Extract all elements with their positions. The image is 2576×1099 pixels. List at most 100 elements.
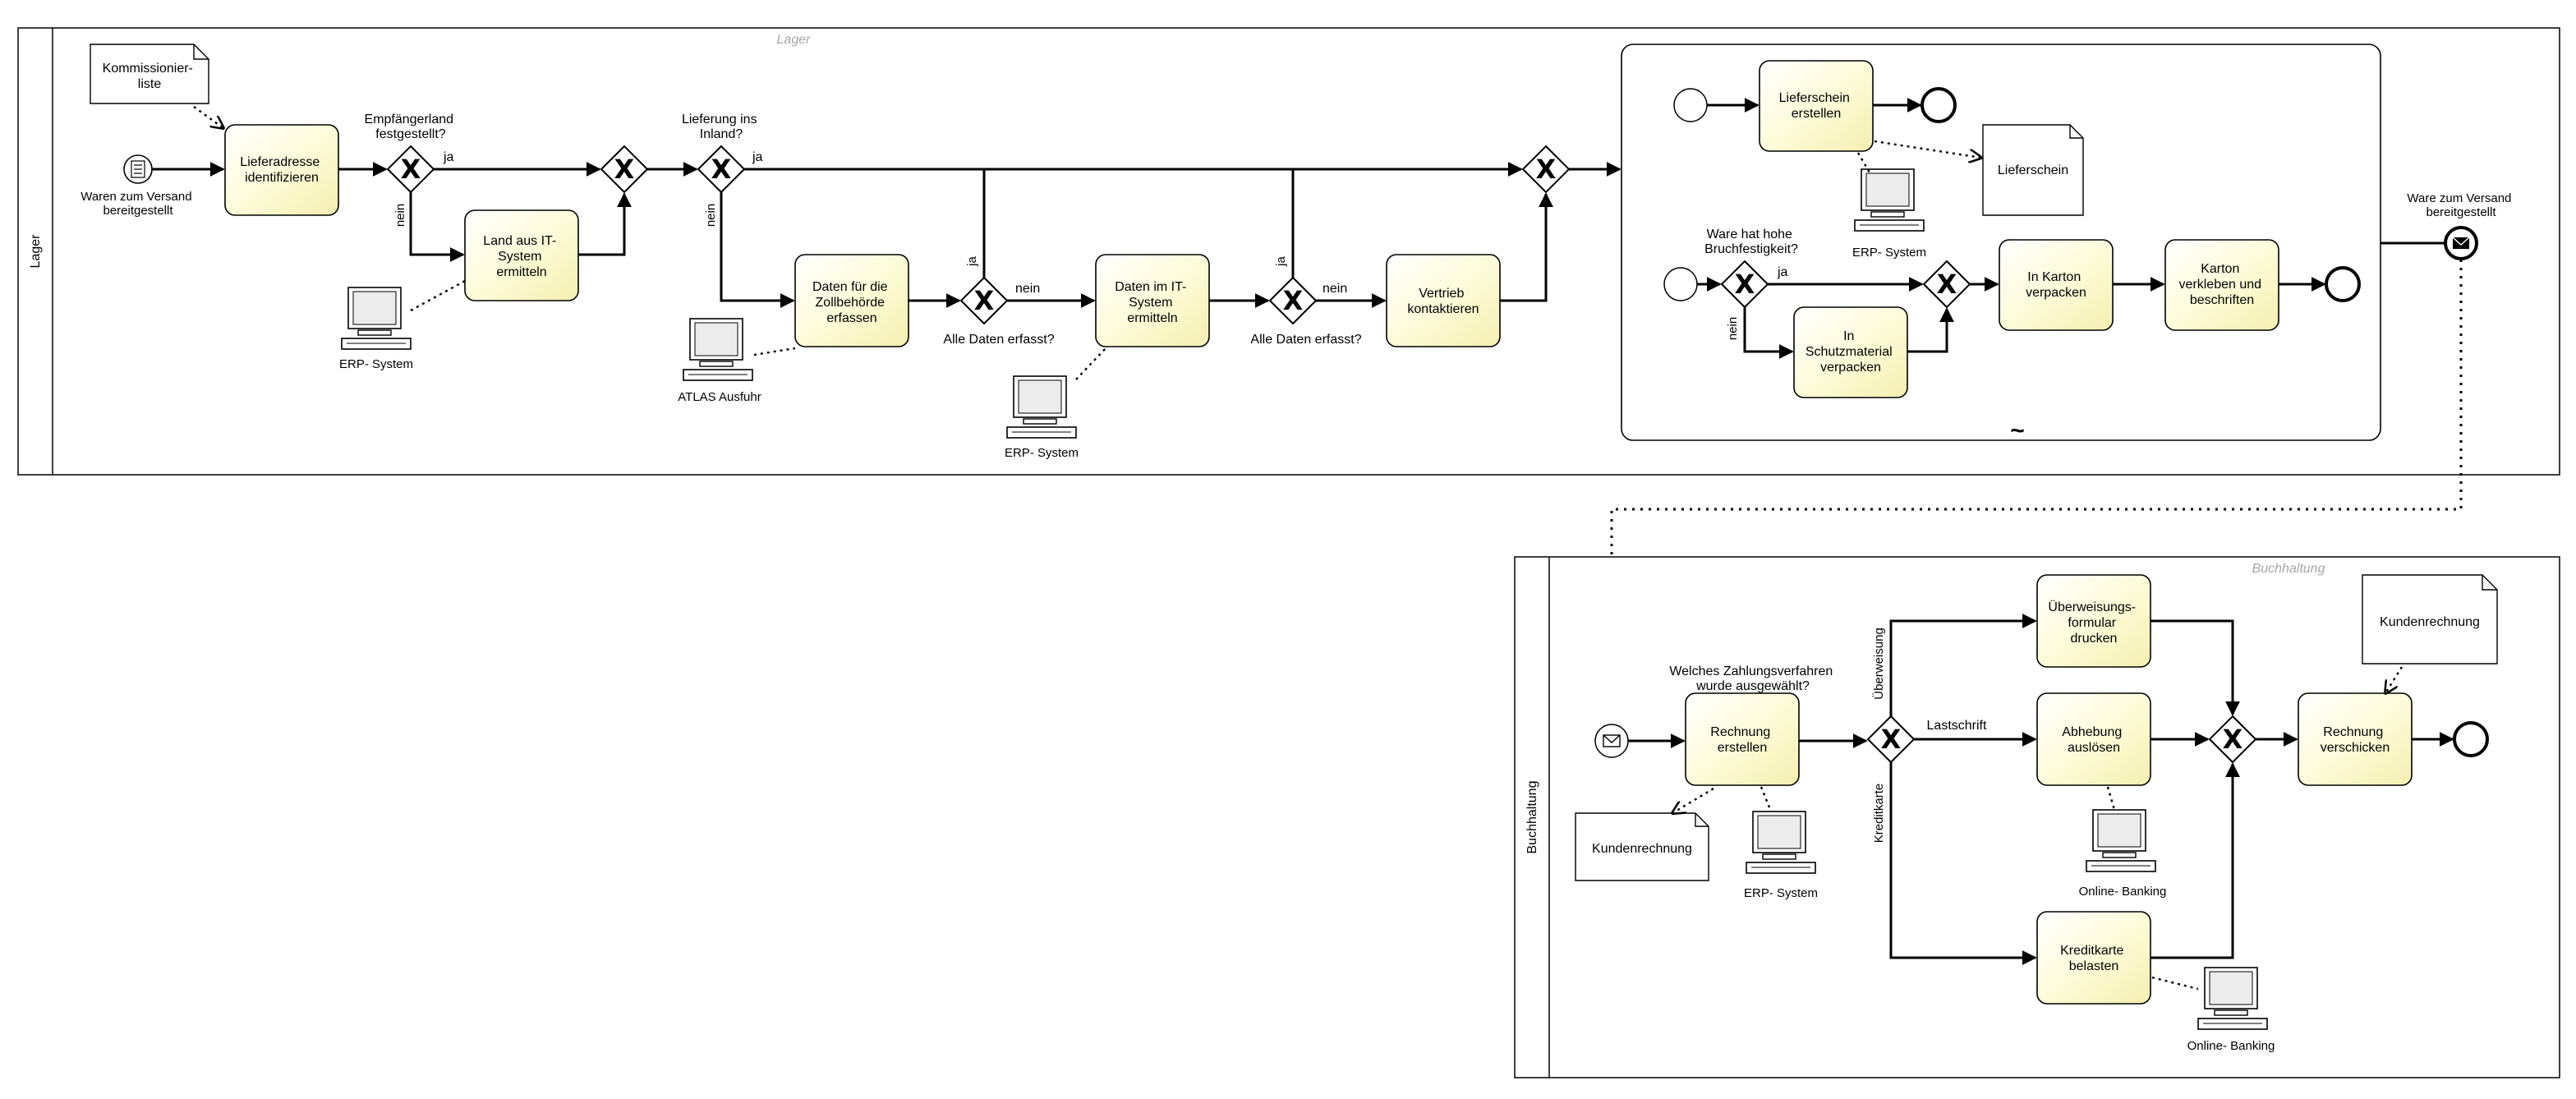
- message-start-event[interactable]: [1594, 724, 1629, 758]
- computer-icon: [2086, 809, 2156, 872]
- association-online-2: [2151, 976, 2199, 991]
- erp-system-label-3: ERP- System: [1852, 246, 1926, 260]
- pool-watermark-lager: Lager: [777, 33, 812, 47]
- association-erp-4: [1760, 786, 1773, 812]
- sequence-flows-lager: [152, 162, 2445, 308]
- gateway-lieferung-question: Lieferung ins Inland?: [682, 113, 761, 141]
- association-atlas: [753, 347, 796, 356]
- end-message-event-ware-bereitgestellt[interactable]: [2444, 226, 2478, 260]
- document-kommissionierliste-label: Kommissionier- liste: [103, 62, 197, 91]
- svg-text:Karton verkleben und: Karton verkleben und beschriften: [2179, 262, 2266, 307]
- svg-text:Rechnung verschicken: Rechnung verschicken: [2321, 725, 2390, 755]
- gateway-empfaengerland-question: Empfängerland festgestellt?: [365, 113, 458, 141]
- association-online-1: [2106, 786, 2116, 811]
- x-icon: X: [974, 285, 995, 316]
- task-daten-zollbehoerde[interactable]: Daten für die Zollbehörde erfassen: [794, 254, 909, 347]
- document-kundenrechnung-2: Kundenrechnung: [2362, 574, 2498, 664]
- gateway-bruchfestigkeit[interactable]: X: [1720, 260, 1769, 309]
- task-lieferadresse-identifizieren[interactable]: Lieferadresse identifizieren: [224, 124, 339, 216]
- sequence-flows-subprocess: [1697, 98, 2326, 359]
- x-icon: X: [711, 154, 732, 185]
- online-banking-label-2: Online- Banking: [2187, 1039, 2275, 1053]
- task-lieferschein-erstellen[interactable]: Lieferschein erstellen: [1759, 60, 1874, 152]
- svg-text:In Karton verpacken: In Karton verpacken: [2026, 270, 2086, 300]
- task-daten-it-system[interactable]: Daten im IT- System ermitteln: [1095, 254, 1210, 347]
- gateway-alle-daten-2[interactable]: X: [1268, 276, 1318, 325]
- x-icon: X: [1536, 154, 1557, 185]
- gateway-bruchfestigkeit-question: Ware hat hohe Bruchfestigkeit?: [1704, 228, 1798, 256]
- label-lastschrift: Lastschrift: [1927, 719, 1987, 733]
- task-karton-beschriften[interactable]: Karton verkleben und beschriften: [2164, 239, 2279, 331]
- svg-text:Daten im IT- System: Daten im IT- System ermitteln: [1115, 280, 1190, 325]
- svg-text:Lieferadresse identifizi: Lieferadresse identifizieren: [240, 155, 323, 185]
- gateway-merge-buchhaltung[interactable]: X: [2208, 715, 2257, 764]
- computer-icon: [1006, 375, 1077, 439]
- gateway-empfaengerland[interactable]: X: [386, 145, 435, 194]
- label-nein-5: nein: [1322, 282, 1347, 296]
- computer-icon: [1854, 168, 1925, 232]
- svg-text:Vertrieb kontaktieren: Vertrieb kontaktieren: [1407, 287, 1479, 316]
- document-kundenrechnung-1: Kundenrechnung: [1575, 812, 1709, 881]
- svg-text:Rechnung erstellen: Rechnung erstellen: [1710, 725, 1773, 755]
- task-rechnung-verschicken[interactable]: Rechnung verschicken: [2298, 692, 2413, 786]
- envelope-icon: [2452, 237, 2470, 249]
- task-land-ermitteln[interactable]: Land aus IT- System ermitteln: [464, 209, 579, 301]
- svg-text:Abhebung auslösen: Abhebung auslösen: [2062, 725, 2125, 755]
- association-lieferschein: [1874, 140, 1981, 158]
- task-in-karton-verpacken[interactable]: In Karton verpacken: [1999, 239, 2114, 331]
- gateway-zahlungsverfahren-question: Welches Zahlungsverfahren wurde ausgewäh…: [1669, 664, 1836, 693]
- task-abhebung-ausloesen[interactable]: Abhebung auslösen: [2036, 692, 2151, 786]
- pool-label-lager: Lager: [29, 234, 43, 269]
- gateway-alle-daten-1[interactable]: X: [959, 276, 1009, 325]
- task-rechnung-erstellen[interactable]: Rechnung erstellen: [1685, 692, 1800, 786]
- computer-icon: [683, 318, 753, 381]
- envelope-icon: [1603, 734, 1621, 747]
- computer-icon: [341, 287, 412, 350]
- gateway-alle-daten-label-1: Alle Daten erfasst?: [943, 333, 1054, 347]
- sequence-flows-buchhaltung: [1628, 614, 2454, 965]
- svg-text:In Schutzmaterial: In Schutzmaterial verpacken: [1806, 329, 1896, 375]
- gateway-merge-2[interactable]: X: [1521, 145, 1571, 194]
- gateway-merge-1[interactable]: X: [600, 145, 649, 194]
- label-kreditkarte: Kreditkarte: [1872, 784, 1886, 844]
- subprocess-end-event-1[interactable]: [1920, 87, 1957, 123]
- svg-text:Überweisungs- formular: Überweisungs- formular drucken: [2048, 600, 2139, 646]
- label-nein-sub: nein: [1726, 317, 1740, 340]
- atlas-ausfuhr-label: ATLAS Ausfuhr: [678, 390, 761, 404]
- x-icon: X: [614, 154, 635, 185]
- label-ja-sub: ja: [1777, 265, 1788, 279]
- svg-text:Lieferschein erstellen: Lieferschein erstellen: [1779, 91, 1854, 121]
- task-vertrieb-kontaktieren[interactable]: Vertrieb kontaktieren: [1386, 254, 1501, 347]
- list-icon: [131, 160, 145, 178]
- label-ja-3: ja: [752, 150, 763, 164]
- document-lieferschein: Lieferschein: [1982, 124, 2084, 216]
- task-schutzmaterial-verpacken[interactable]: In Schutzmaterial verpacken: [1793, 306, 1908, 398]
- start-event-waren-bereitgestellt[interactable]: [123, 154, 153, 184]
- task-kreditkarte-belasten[interactable]: Kreditkarte belasten: [2036, 911, 2151, 1005]
- association-erp-2: [1075, 347, 1106, 380]
- label-nein-1: nein: [393, 204, 407, 227]
- association-kundenrechnung-1: [1672, 787, 1714, 813]
- x-icon: X: [1937, 269, 1957, 300]
- svg-text:Daten für die Zollbehörd: Daten für die Zollbehörde erfassen: [812, 280, 891, 325]
- label-ja-5: ja: [1274, 256, 1288, 267]
- erp-system-label-1: ERP- System: [339, 357, 413, 371]
- end-message-event-label: Ware zum Versand bereitgestellt: [2407, 191, 2514, 219]
- subprocess-start-event-2[interactable]: [1663, 267, 1698, 301]
- task-ueberweisungsformular-drucken[interactable]: Überweisungs- formular drucken: [2036, 574, 2151, 668]
- online-banking-label-1: Online- Banking: [2079, 885, 2167, 899]
- subprocess-end-event-2[interactable]: [2325, 266, 2361, 302]
- subprocess-start-event-1[interactable]: [1673, 88, 1708, 122]
- end-event-buchhaltung[interactable]: [2453, 721, 2489, 757]
- start-event-label: Waren zum Versand bereitgestellt: [80, 190, 196, 218]
- message-flow-versand: [1612, 260, 2463, 723]
- computer-icon: [2197, 967, 2268, 1030]
- gateway-merge-sub[interactable]: X: [1922, 260, 1971, 309]
- pool-label-buchhaltung: Buchhaltung: [1525, 781, 1539, 854]
- x-icon: X: [1283, 285, 1304, 316]
- x-icon: X: [1881, 724, 1902, 755]
- pool-watermark-buchhaltung: Buchhaltung: [2252, 562, 2325, 576]
- x-icon: X: [401, 154, 421, 185]
- association-kundenrechnung-2: [2385, 666, 2404, 693]
